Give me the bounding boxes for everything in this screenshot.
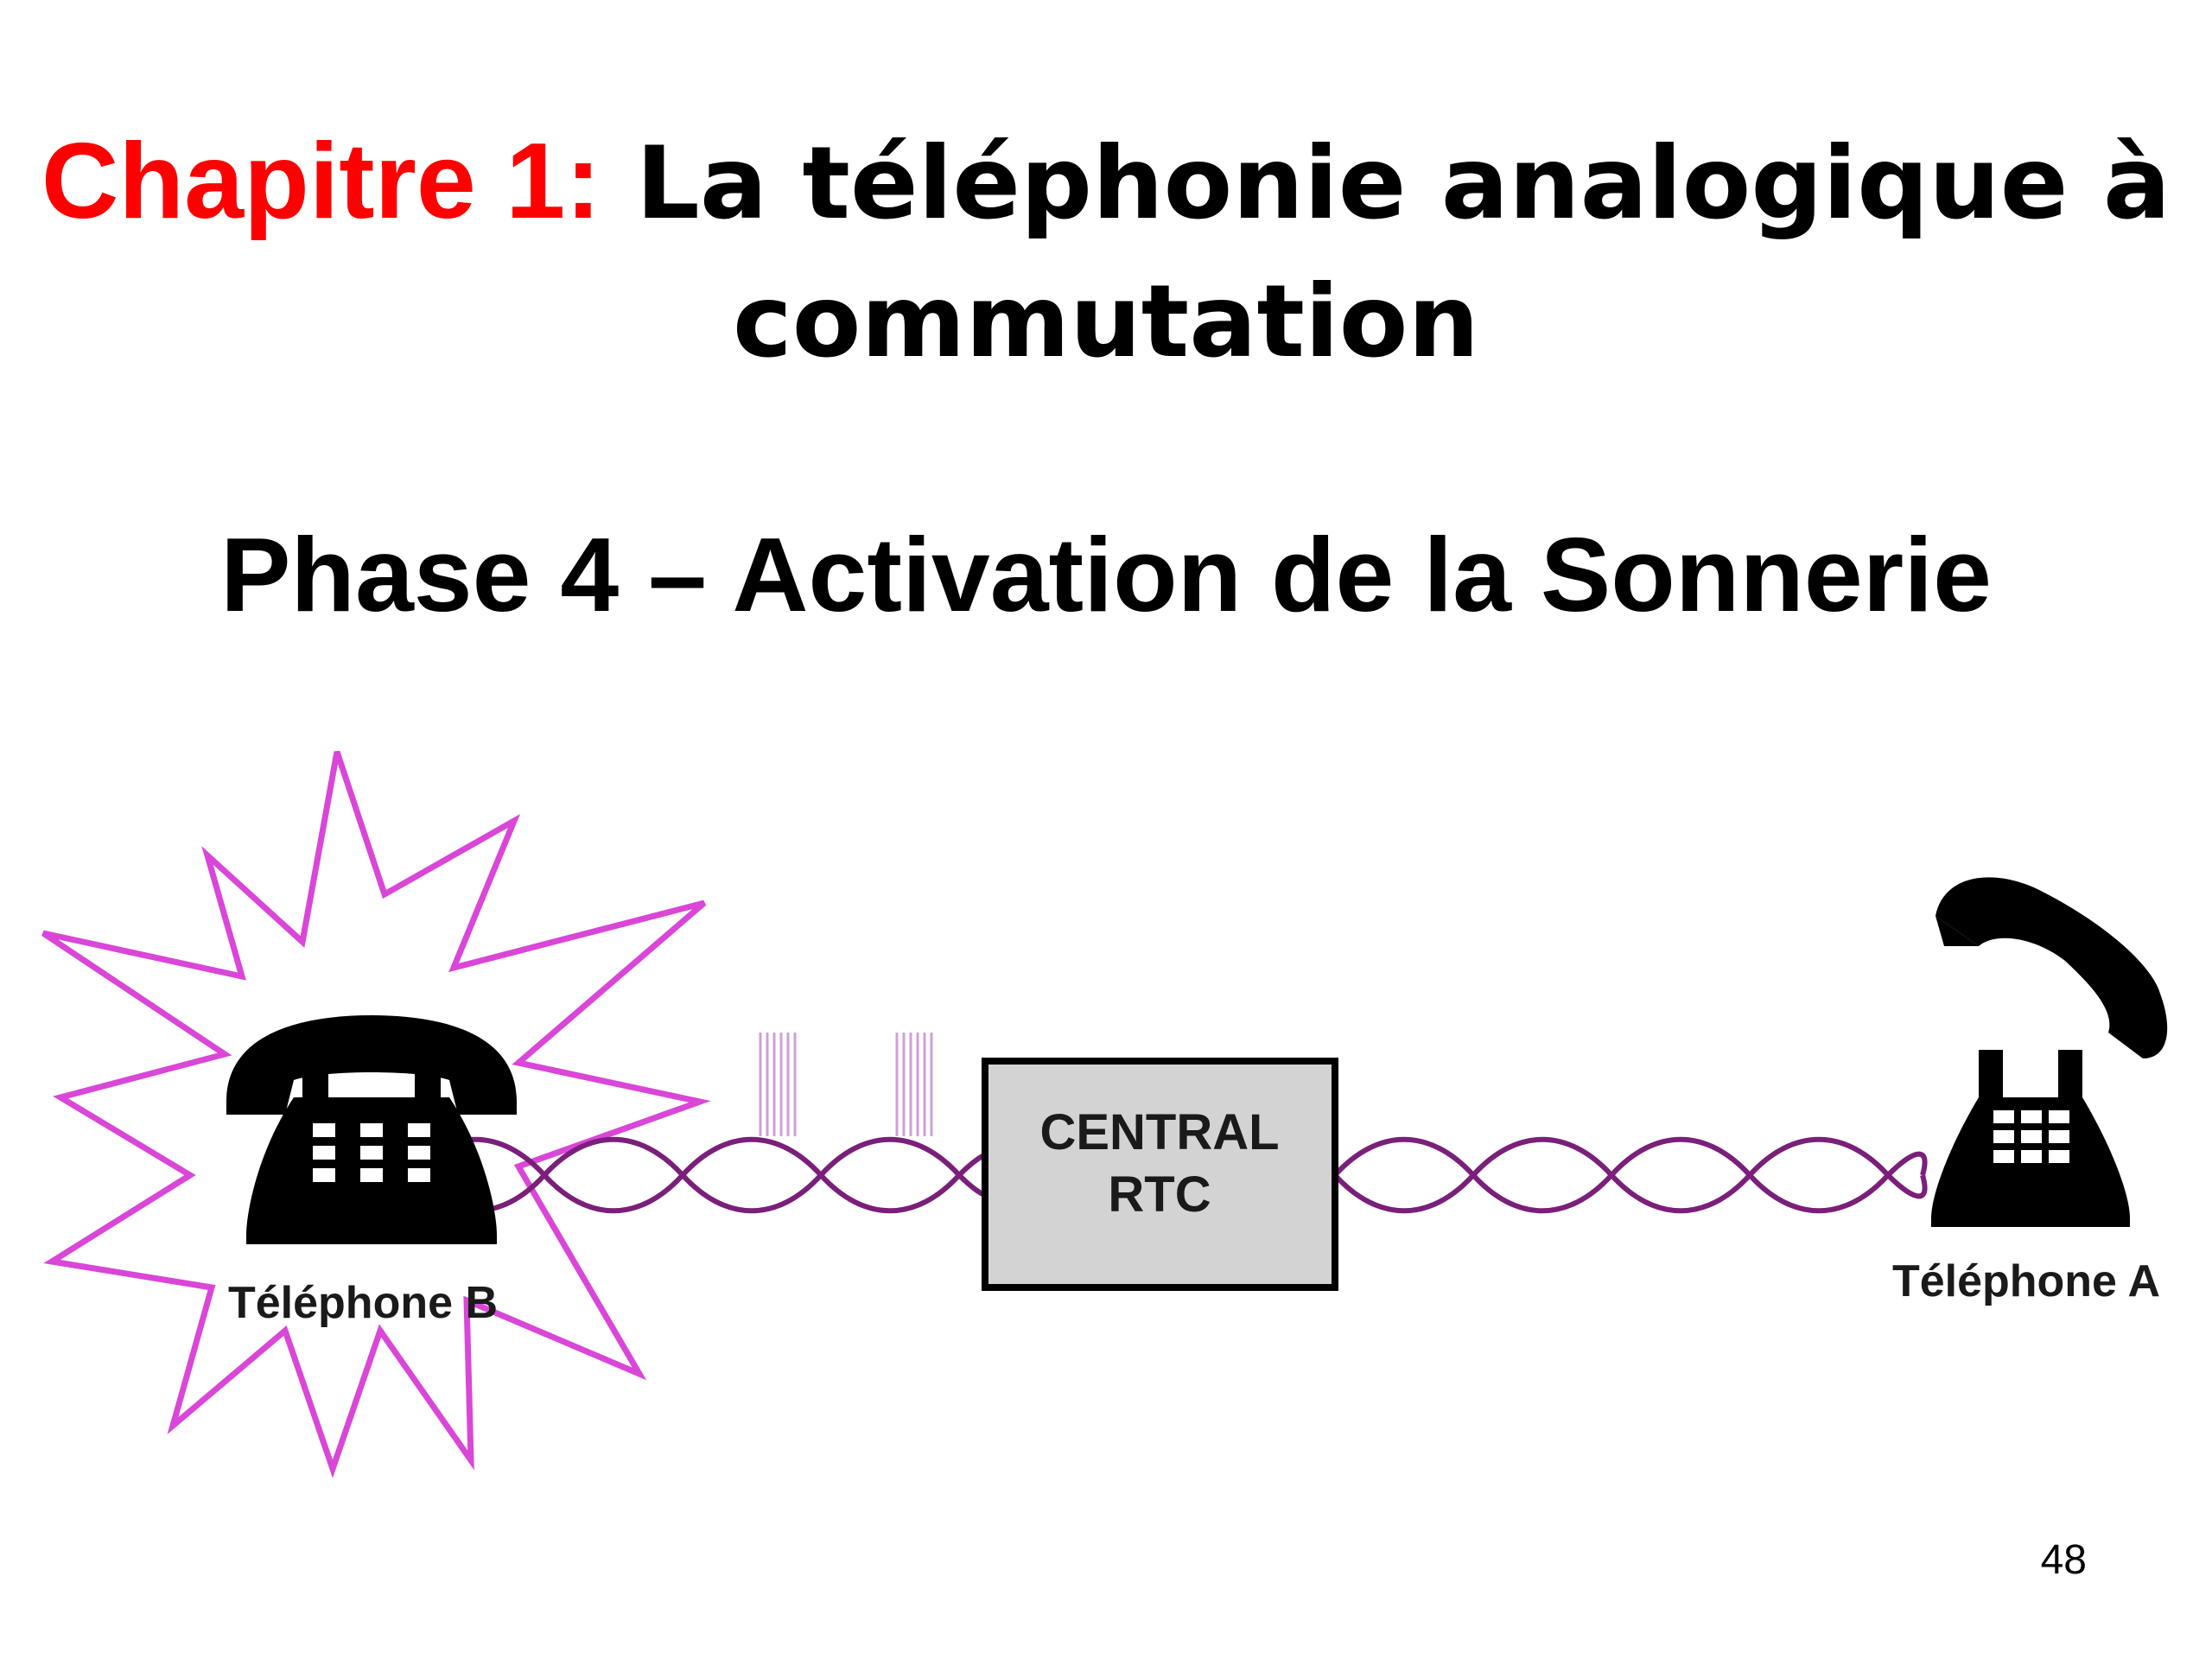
ringing-burst <box>41 750 711 1478</box>
telephone-a-icon <box>1931 877 2168 1227</box>
central-rtc: CENTRAL RTC <box>982 1058 1338 1291</box>
chapter-title-text: La téléphonie analogique à commutation <box>635 125 2171 380</box>
slide-title: Chapitre 1: La téléphonie analogique à c… <box>0 112 2212 391</box>
telephone-a-label: Téléphone A <box>1892 1256 2160 1306</box>
central-label-line2: RTC <box>1108 1166 1211 1223</box>
twisted-pair-left <box>404 1136 995 1214</box>
phase-heading: Phase 4 – Activation de la Sonnerie <box>220 516 1992 633</box>
central-label-line1: CENTRAL <box>1039 1104 1279 1160</box>
telephone-b-label: Téléphone B <box>228 1278 498 1328</box>
page-number: 48 <box>2040 1537 2087 1583</box>
twisted-pair-right <box>1332 1136 1928 1214</box>
ring-signal-marks <box>759 1033 933 1136</box>
chapter-prefix: Chapitre 1: <box>41 122 601 241</box>
telephone-b-icon <box>226 1015 517 1244</box>
